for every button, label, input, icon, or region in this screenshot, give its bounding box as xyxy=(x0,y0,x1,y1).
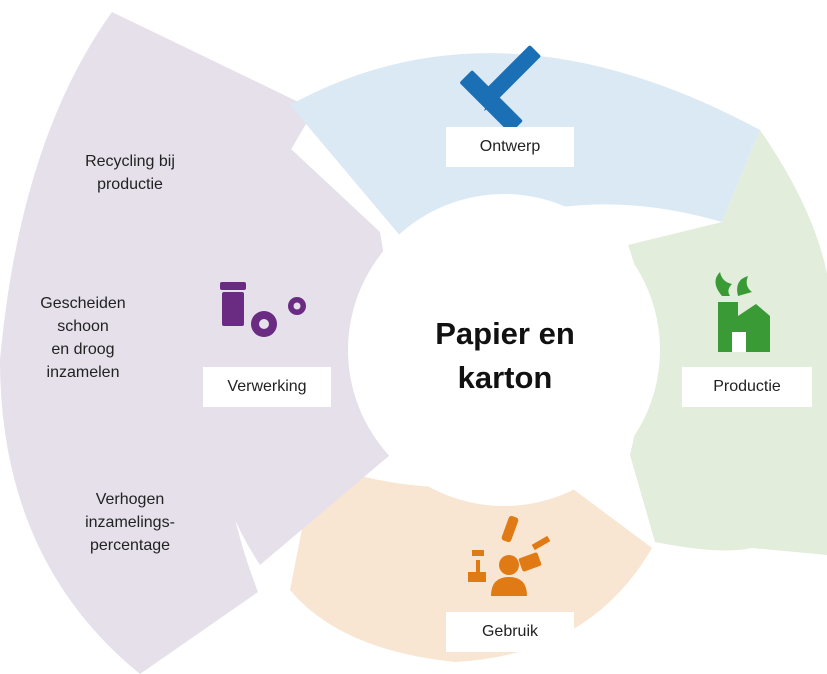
label-verwerking: Verwerking xyxy=(203,367,331,407)
outer-text-line: percentage xyxy=(89,537,171,554)
user-objects-icon xyxy=(468,515,551,596)
outer-text-gescheiden: Gescheiden schoon en droog inzamelen xyxy=(8,292,158,384)
outer-text-line: productie xyxy=(97,176,163,193)
label-productie: Productie xyxy=(682,367,812,407)
center-title: Papier en karton xyxy=(380,312,630,400)
outer-text-line: Recycling bij xyxy=(85,153,175,170)
center-title-line2: karton xyxy=(457,360,553,395)
outer-text-line: en droog xyxy=(51,341,115,358)
outer-text-line: inzamelings- xyxy=(85,514,175,531)
center-title-line1: Papier en xyxy=(435,316,575,351)
label-ontwerp: Ontwerp xyxy=(446,127,574,167)
outer-text-line: inzamelen xyxy=(46,364,120,381)
factory-icon xyxy=(715,272,770,352)
outer-text-line: schoon xyxy=(57,318,109,335)
bin-gears-icon xyxy=(220,282,306,337)
outer-text-line: Verhogen xyxy=(95,491,165,508)
outer-text-recycling: Recycling bij productie xyxy=(55,150,205,196)
outer-text-verhogen: Verhogen inzamelings- percentage xyxy=(55,488,205,557)
label-gebruik: Gebruik xyxy=(446,612,574,652)
center-circle xyxy=(348,194,660,506)
segment-verwerking xyxy=(204,120,390,565)
ruler-pencil-icon xyxy=(460,45,541,133)
outer-band xyxy=(0,12,315,674)
outer-text-line: Gescheiden xyxy=(40,295,126,312)
